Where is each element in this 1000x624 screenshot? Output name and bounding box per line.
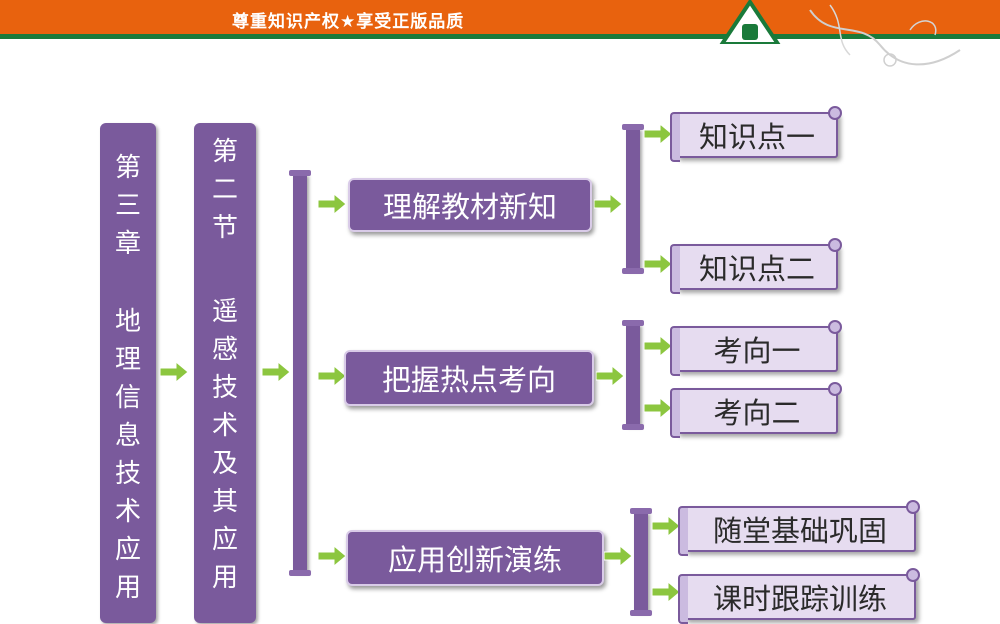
leaf-scroll-1-2: 知识点二: [670, 238, 842, 294]
chapter-column: 第三章 地理信息技术应用: [100, 123, 156, 623]
arrow-icon: [160, 362, 188, 382]
branch-bracket-2: [622, 320, 644, 430]
arrow-icon: [262, 362, 290, 382]
chapter-label-top: 第三章: [114, 153, 141, 259]
section-label-top: 第二节: [211, 137, 238, 243]
leaf-scroll-1-1: 知识点一: [670, 106, 842, 162]
arrow-icon: [604, 546, 632, 566]
arrow-icon: [644, 124, 672, 144]
leaf-scroll-3-2: 课时跟踪训练: [678, 568, 920, 624]
arrow-icon: [644, 254, 672, 274]
arrow-icon: [644, 336, 672, 356]
arrow-icon: [318, 194, 346, 214]
arrow-icon: [644, 398, 672, 418]
arrow-icon: [318, 546, 346, 566]
branch-bracket-3: [630, 508, 652, 616]
floral-decoration-icon: [809, 4, 961, 67]
arrow-icon: [596, 366, 624, 386]
header-divider: [0, 34, 1000, 39]
arrow-icon: [652, 582, 680, 602]
arrow-icon: [652, 516, 680, 536]
section-column: 第二节 遥感技术及其应用: [194, 123, 256, 623]
arrow-icon: [594, 194, 622, 214]
leaf-scroll-2-1: 考向一: [670, 320, 842, 376]
main-bracket: [289, 170, 311, 576]
branch-bracket-1: [622, 124, 644, 274]
header-bar: [0, 0, 1000, 34]
section-label-bottom: 遥感技术及其应用: [211, 297, 238, 593]
branch-box-3: 应用创新演练: [346, 530, 604, 586]
branch-box-2: 把握热点考向: [344, 350, 594, 406]
leaf-scroll-2-2: 考向二: [670, 382, 842, 438]
leaf-scroll-3-1: 随堂基础巩固: [678, 500, 920, 556]
chapter-label-bottom: 地理信息技术应用: [114, 307, 141, 603]
branch-box-1: 理解教材新知: [348, 178, 592, 232]
logo-icon: [719, 0, 781, 44]
header-slogan: 尊重知识产权★享受正版品质: [232, 12, 465, 32]
arrow-icon: [318, 366, 346, 386]
